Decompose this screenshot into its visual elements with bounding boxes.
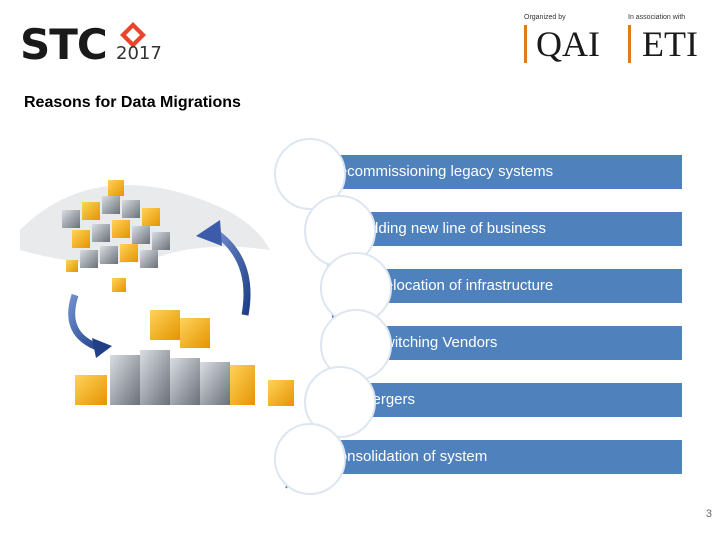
reason-bar-3: Relocation of infrastructure [358, 269, 682, 303]
eti-divider [628, 25, 631, 63]
reason-bar-1: Decommissioning legacy systems [310, 155, 682, 189]
reason-label-1: Decommissioning legacy systems [328, 163, 554, 180]
reason-bar-4: Switching Vendors [358, 326, 682, 360]
eti-logo: ETI [642, 24, 698, 64]
diamond-logo-icon [120, 22, 146, 48]
reason-label-2: Adding new line of business [360, 220, 546, 237]
reason-marker-5 [304, 366, 376, 438]
lower-cube-cluster [75, 310, 294, 406]
data-cubes-illustration [20, 180, 294, 406]
slide-title: Reasons for Data Migrations [24, 94, 241, 111]
reason-bar-6: Consolidation of system [310, 440, 682, 474]
upper-cube-cluster [62, 180, 170, 292]
stc-logo-year: 2017 [116, 43, 162, 64]
reason-bar-5: Mergers [342, 383, 682, 417]
reasons-list: Decommissioning legacy systems Adding ne… [260, 138, 690, 498]
reason-label-6: Consolidation of system [328, 448, 488, 465]
stc-logo: STC 2017 [20, 20, 180, 68]
reason-marker-6 [274, 423, 346, 495]
reason-bar-2: Adding new line of business [342, 212, 682, 246]
page-number: 3 [705, 508, 712, 520]
reason-label-3: Relocation of infrastructure [374, 277, 554, 294]
reason-label-4: Switching Vendors [374, 334, 498, 351]
organized-by-label: Organized by [524, 14, 566, 21]
association-label: In association with [628, 14, 686, 21]
stc-logo-text: STC [20, 20, 108, 69]
qai-divider [524, 25, 527, 63]
qai-logo: QAI [536, 24, 600, 64]
